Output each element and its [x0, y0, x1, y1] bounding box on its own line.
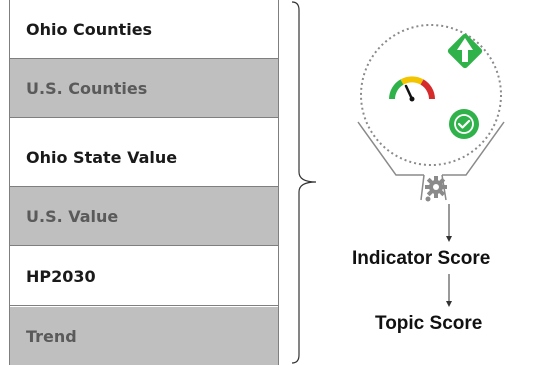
arrow-down-1 — [446, 204, 452, 242]
row-label: HP2030 — [26, 266, 96, 286]
green-check-icon — [449, 109, 479, 139]
row-ohio-counties: Ohio Counties — [10, 0, 278, 59]
row-label: Trend — [26, 326, 77, 346]
arrow-down-2 — [446, 274, 452, 307]
row-label: U.S. Counties — [26, 78, 148, 98]
bracket-connector — [291, 1, 317, 364]
indicator-score-label: Indicator Score — [352, 248, 491, 269]
gear-icon — [425, 176, 447, 202]
row-trend: Trend — [10, 307, 278, 365]
row-label: U.S. Value — [26, 206, 119, 226]
green-diamond-arrow-icon — [447, 33, 483, 69]
row-label: Ohio State Value — [26, 147, 178, 167]
topic-score-label: Topic Score — [375, 313, 483, 334]
row-hp2030: HP2030 — [10, 247, 278, 306]
row-us-value: U.S. Value — [10, 187, 278, 246]
gauge-icon — [389, 76, 435, 102]
row-label: Ohio Counties — [26, 19, 153, 39]
scoring-diagram: Indicator Score Topic Score — [300, 0, 553, 365]
row-ohio-state-value: Ohio State Value — [10, 128, 278, 187]
data-source-table: Ohio Counties U.S. Counties Ohio State V… — [9, 0, 279, 365]
row-us-counties: U.S. Counties — [10, 59, 278, 118]
funnel-graphic — [357, 24, 505, 307]
